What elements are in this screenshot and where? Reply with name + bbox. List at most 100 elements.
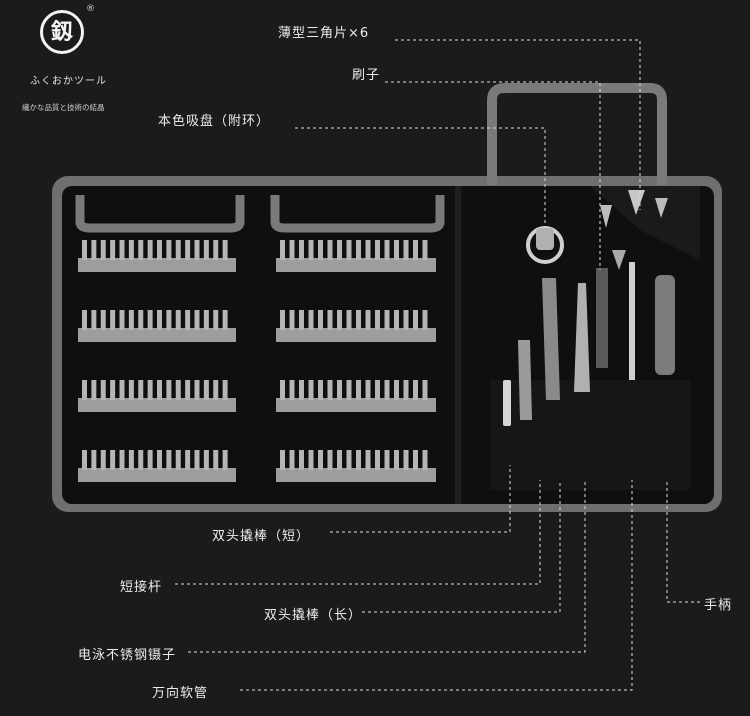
screwdriver-bit	[327, 450, 333, 470]
screwdriver-bit	[147, 240, 153, 260]
screwdriver-bit	[289, 450, 295, 470]
screwdriver-bit	[100, 240, 106, 260]
screwdriver-bit	[337, 380, 342, 400]
leader-short-extension	[175, 480, 541, 585]
screwdriver-bit	[289, 310, 295, 330]
label-brush: 刷子	[352, 68, 381, 83]
screwdriver-bit	[194, 450, 200, 470]
flex-shaft	[629, 262, 635, 380]
screwdriver-bit	[384, 380, 390, 400]
screwdriver-bit	[222, 240, 228, 260]
screwdriver-bit	[194, 240, 200, 260]
pry-bar-long	[542, 278, 560, 400]
screwdriver-bit	[100, 310, 106, 330]
screwdriver-bit	[280, 450, 285, 470]
bit-strip-1-1	[78, 258, 236, 272]
screwdriver-bit	[110, 450, 116, 470]
screwdriver-bit	[318, 450, 323, 470]
screwdriver-bit	[422, 450, 428, 470]
screwdriver-bit	[299, 310, 304, 330]
screwdriver-bit	[138, 310, 144, 330]
screwdriver-bit	[213, 240, 219, 260]
screwdriver-bit	[280, 380, 285, 400]
screwdriver-bit	[175, 240, 181, 260]
screwdriver-bit	[289, 380, 295, 400]
screwdriver-bit	[138, 240, 144, 260]
bit-strip-2-2	[276, 328, 436, 342]
screwdriver-bit	[299, 450, 304, 470]
screwdriver-bit	[299, 240, 304, 260]
bit-holder-rows	[78, 240, 436, 482]
screwdriver-bit	[203, 380, 209, 400]
screwdriver-bit	[346, 380, 352, 400]
screwdriver-bit	[375, 380, 380, 400]
brush	[596, 268, 608, 368]
leader-handle	[666, 480, 700, 603]
screwdriver-bit	[222, 450, 228, 470]
screwdriver-bit	[185, 380, 191, 400]
screwdriver-bit	[365, 240, 371, 260]
triangle-pick-4	[612, 250, 626, 270]
screwdriver-bit	[222, 380, 228, 400]
bit-strip-1-4	[78, 468, 236, 482]
screwdriver-bit	[100, 450, 106, 470]
bit-strip-1-3	[78, 398, 236, 412]
screwdriver-bit	[327, 240, 333, 260]
screwdriver-bit	[175, 310, 181, 330]
screwdriver-bit	[82, 240, 87, 260]
label-triangle-picks: 薄型三角片×6	[278, 26, 370, 41]
screwdriver-bit	[194, 380, 200, 400]
logo-glyph: 釼	[50, 19, 73, 45]
screwdriver-bit	[203, 240, 209, 260]
screwdriver-bit	[147, 310, 153, 330]
triangle-pick-1	[600, 205, 612, 228]
screwdriver-bit	[337, 450, 342, 470]
screwdriver-bit	[375, 450, 380, 470]
label-tweezers: 电泳不锈钢镊子	[78, 648, 177, 663]
screwdriver-bit	[394, 240, 399, 260]
screwdriver-bit	[166, 310, 172, 330]
screwdriver-bit	[403, 240, 409, 260]
screwdriver-bit	[403, 310, 409, 330]
screwdriver-bit	[375, 240, 380, 260]
screwdriver-bit	[375, 310, 380, 330]
screwdriver-bit	[213, 310, 219, 330]
screwdriver-bit	[299, 380, 304, 400]
label-short-extension: 短接杆	[120, 580, 163, 595]
screwdriver-bit	[365, 380, 371, 400]
screwdriver-bit	[337, 240, 342, 260]
carry-handle-right	[270, 195, 445, 233]
screwdriver-bit	[110, 310, 116, 330]
label-flex-shaft: 万向软管	[152, 686, 209, 701]
tweezers	[574, 283, 590, 392]
screwdriver-bit	[203, 310, 209, 330]
leader-pry-long	[362, 480, 561, 613]
screwdriver-bit	[346, 240, 352, 260]
screwdriver-bit	[394, 380, 399, 400]
screwdriver-bit	[157, 380, 162, 400]
screwdriver-bit	[128, 310, 134, 330]
screwdriver-bit	[365, 450, 371, 470]
screwdriver-bit	[185, 450, 191, 470]
brand-logo: 釼 ® ふくおかツール 繊かな品質と技術の結晶	[22, 4, 116, 116]
handle-tool	[655, 275, 675, 375]
screwdriver-bit	[185, 310, 191, 330]
screwdriver-bit	[280, 240, 285, 260]
screwdriver-bit	[422, 310, 428, 330]
screwdriver-bit	[175, 450, 181, 470]
screwdriver-bit	[82, 380, 87, 400]
screwdriver-bit	[356, 450, 361, 470]
label-suction-cup: 本色吸盘（附环）	[158, 114, 271, 129]
screwdriver-bit	[119, 310, 125, 330]
screwdriver-bit	[157, 310, 162, 330]
triangle-pick-2	[628, 190, 645, 215]
screwdriver-bit	[147, 450, 153, 470]
screwdriver-bit	[365, 310, 371, 330]
bit-strip-2-4	[276, 468, 436, 482]
brand-name: ふくおかツール	[30, 76, 107, 87]
screwdriver-bit	[213, 450, 219, 470]
screwdriver-bit	[346, 450, 352, 470]
screwdriver-bit	[128, 240, 134, 260]
screwdriver-bit	[422, 380, 428, 400]
screwdriver-bit	[128, 380, 134, 400]
